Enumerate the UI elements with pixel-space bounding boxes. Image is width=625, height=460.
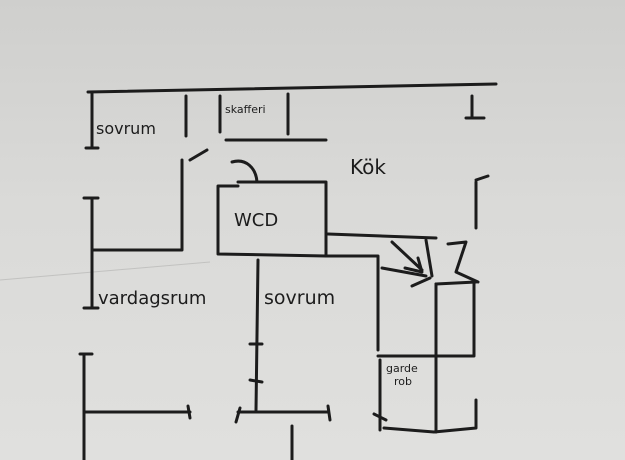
label-wcd: WCD	[234, 210, 278, 231]
door-sovrum-1	[188, 148, 209, 162]
wall-bottom-mid	[234, 404, 332, 424]
wall-center-ticks	[248, 342, 264, 384]
wall-sovrum-1-lower	[90, 158, 184, 252]
wall-garderob-left	[372, 358, 388, 432]
label-kok: Kök	[350, 155, 386, 179]
wall-right-cross	[434, 280, 478, 286]
paper-crease	[0, 261, 211, 281]
door-arrows-2	[380, 266, 432, 288]
wall-sovrum-1-left	[84, 90, 100, 150]
wall-hall-right	[324, 254, 380, 352]
wall-top	[86, 82, 498, 94]
label-sovrum-2: sovrum	[264, 287, 335, 309]
label-garderob-line-1: garde	[386, 362, 418, 375]
label-skafferi: skafferi	[225, 103, 266, 116]
wall-right-upper	[474, 174, 490, 230]
wall-garderob-bottom	[382, 398, 478, 434]
label-garderob: garde rob	[386, 362, 421, 388]
wall-door-post	[424, 238, 434, 278]
wall-left-mid	[82, 196, 100, 310]
door-arrows-3	[446, 240, 480, 284]
wall-top-end-tick	[464, 94, 486, 120]
label-garderob-line-2: rob	[394, 375, 412, 388]
label-sovrum-1: sovrum	[96, 119, 156, 138]
wall-hall-top	[326, 232, 438, 240]
wall-left-lower	[78, 352, 94, 460]
wall-right-column	[376, 282, 476, 434]
wall-center-partition	[254, 258, 260, 412]
wall-bottom-left	[82, 404, 192, 420]
door-arc-wcd	[230, 159, 259, 184]
label-vardagsrum: vardagsrum	[98, 288, 206, 309]
door-arrows-1	[390, 240, 424, 274]
